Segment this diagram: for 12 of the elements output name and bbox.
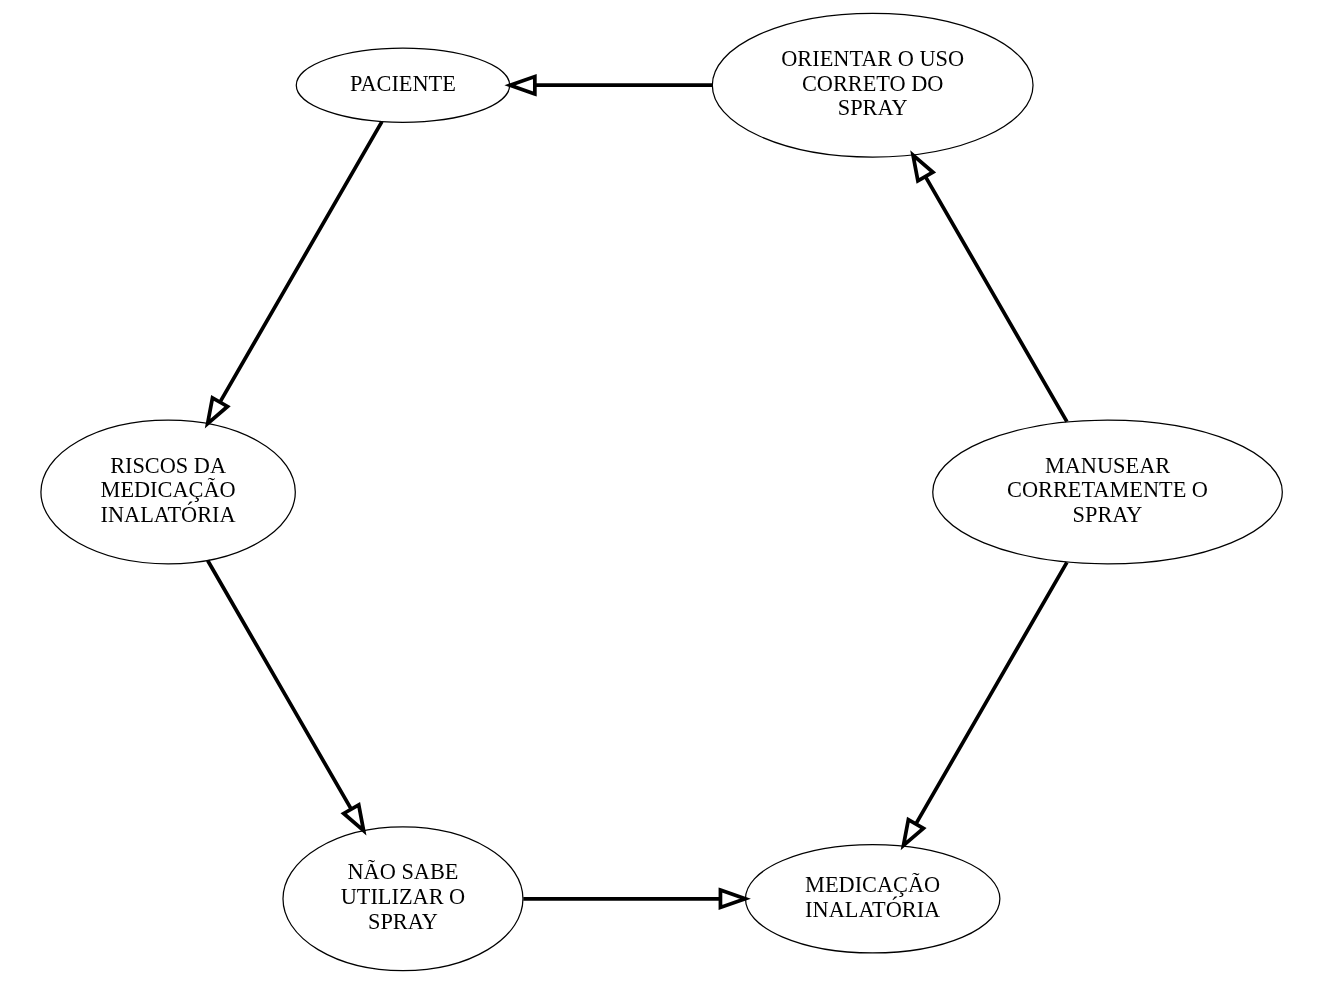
node-ellipse: RISCOS DA MEDICAÇÃO INALATÓRIA <box>39 419 296 565</box>
arrow <box>503 73 712 97</box>
arrow <box>204 120 384 429</box>
arrow <box>522 887 751 911</box>
node-ellipse: ORIENTAR O USO CORRETO DO SPRAY <box>711 12 1034 158</box>
node-ellipse: MEDICAÇÃO INALATÓRIA <box>744 844 1000 954</box>
arrow <box>909 150 1068 423</box>
node-ellipse: PACIENTE <box>295 47 510 123</box>
arrow <box>205 559 366 836</box>
arrow <box>900 561 1068 851</box>
node-ellipse: MANUSEAR CORRETAMENTE O SPRAY <box>931 419 1283 565</box>
node-ellipse: NÃO SABE UTILIZAR O SPRAY <box>281 826 524 972</box>
